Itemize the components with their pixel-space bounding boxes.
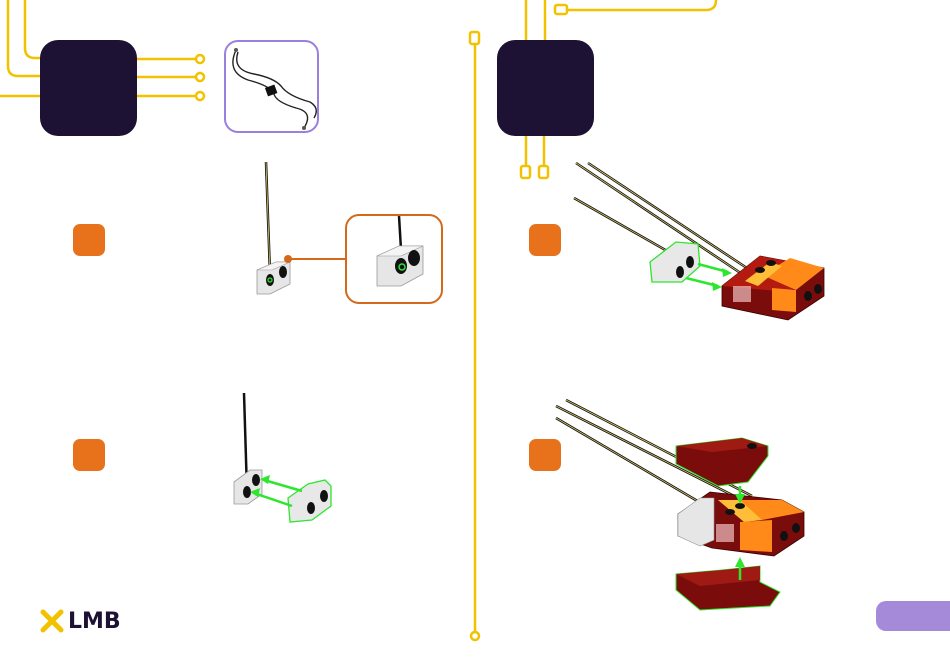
brand-name: LMB (68, 609, 121, 634)
brand-logo: LMB (40, 608, 121, 634)
x-mark-icon (40, 609, 64, 633)
page-tab (876, 601, 950, 631)
